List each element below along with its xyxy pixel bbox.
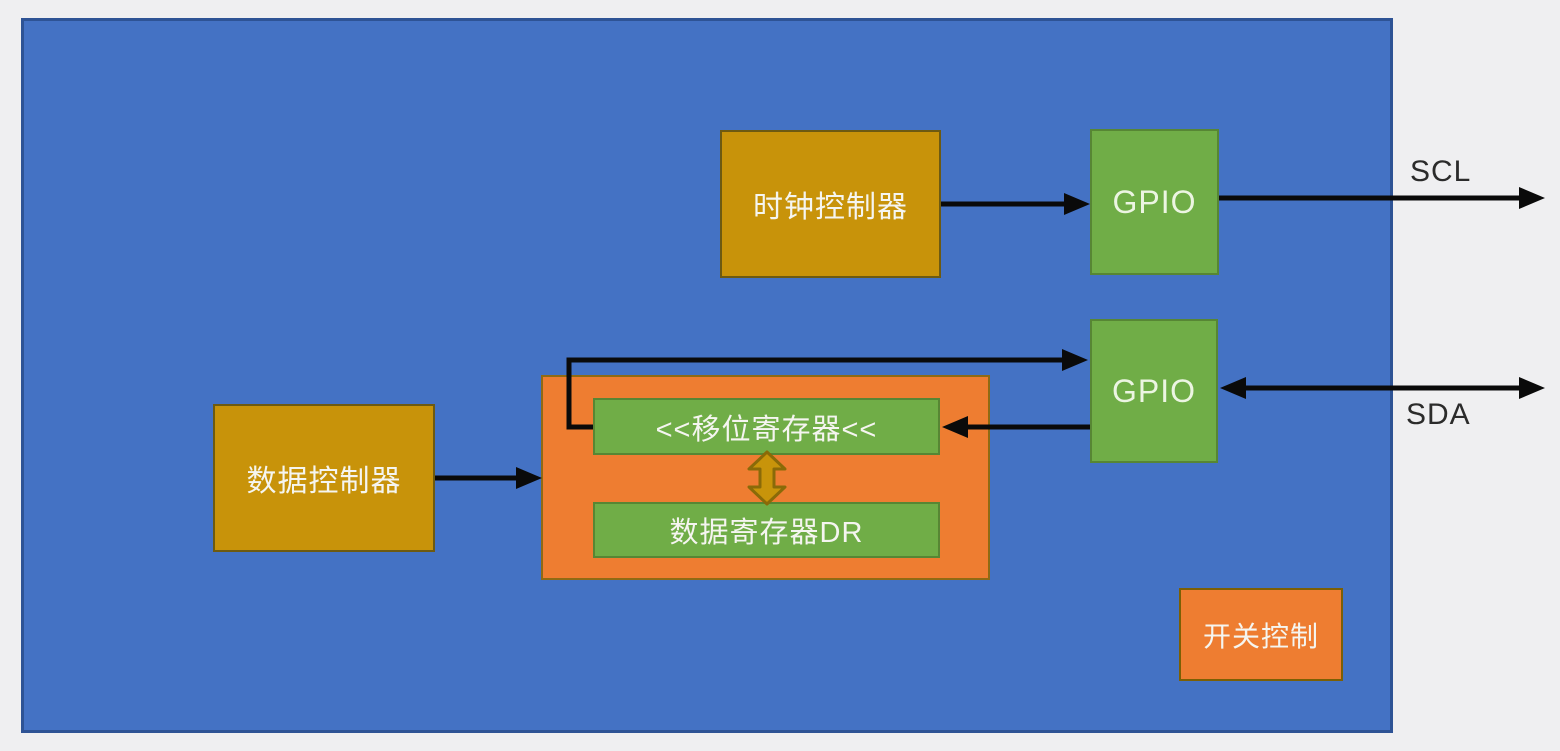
gpio-sda-block: GPIO [1090,319,1218,463]
sda-signal-label: SDA [1406,398,1471,431]
data-register-label: 数据寄存器DR [669,517,864,549]
clock-controller-label: 时钟控制器 [753,191,908,224]
gpio-scl-label: GPIO [1112,183,1197,220]
gpio-sda-label: GPIO [1111,372,1196,409]
data-controller-label: 数据控制器 [246,465,402,498]
switch-control-label: 开关控制 [1202,620,1319,652]
shift-register-block: <<移位寄存器<< [593,398,940,455]
gpio-scl-block: GPIO [1090,129,1219,275]
clock-controller-block: 时钟控制器 [720,130,941,278]
scl-signal-label: SCL [1410,155,1472,188]
switch-control-block: 开关控制 [1179,588,1343,681]
data-register-block: 数据寄存器DR [593,502,940,558]
shift-register-label: <<移位寄存器<< [655,413,878,446]
data-controller-block: 数据控制器 [213,404,435,552]
